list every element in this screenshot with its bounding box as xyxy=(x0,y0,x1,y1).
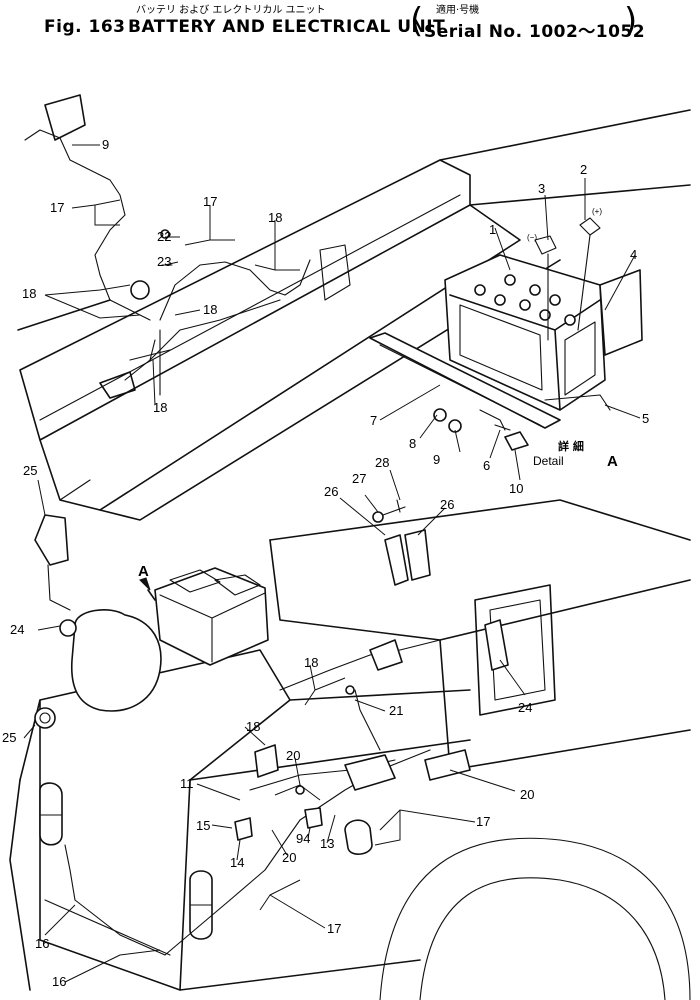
callout-18: 18 xyxy=(268,210,282,225)
callout-28: 26 xyxy=(440,497,454,512)
callout-26: 24 xyxy=(10,622,24,637)
callout-18: 18 xyxy=(304,655,318,670)
callout-8: 8 xyxy=(409,436,416,451)
serial-paren-close: ) xyxy=(624,1,638,41)
callout-3: 3 xyxy=(538,181,545,196)
lower-chassis: A xyxy=(9,499,691,1000)
battery-detail-a: (+) (−) 詳 細 Detail A xyxy=(369,207,643,470)
callout-20: 20 xyxy=(520,787,534,802)
callout-27: 26 xyxy=(324,484,338,499)
callout-20: 20 xyxy=(282,850,296,865)
detail-a-pointer: A xyxy=(138,563,149,580)
callout-94: 94 xyxy=(296,831,310,846)
callout-18: 18 xyxy=(22,286,36,301)
callout-18: 18 xyxy=(203,302,217,317)
leader-lines xyxy=(23,144,641,983)
callout-10: 10 xyxy=(509,481,523,496)
callout-25: 25 xyxy=(23,463,37,478)
callout-20: 20 xyxy=(286,748,300,763)
title-english: BATTERY AND ELECTRICAL UNIT xyxy=(128,17,446,37)
detail-label-japanese: 詳 細 xyxy=(558,439,584,453)
callout-13: 13 xyxy=(320,836,334,851)
callout-11: 11 xyxy=(180,776,194,791)
callout-9: 9 xyxy=(433,452,440,467)
callout-6: 6 xyxy=(483,458,490,473)
callout-26: 25 xyxy=(2,730,16,745)
callout-18: 17 xyxy=(50,200,64,215)
callout-17: 17 xyxy=(327,921,341,936)
callout-14: 14 xyxy=(230,855,244,870)
callout-labels: 9 17 17 18 22 23 18 18 18 2 3 1 4 5 7 8 … xyxy=(2,137,649,989)
positive-terminal-mark: (+) xyxy=(592,207,602,216)
callout-24: 24 xyxy=(518,700,532,715)
callout-18: 9 xyxy=(102,137,109,152)
title-japanese: バッテリ および エレクトリカル ユニット xyxy=(136,5,326,16)
figure-number: Fig. 163 xyxy=(44,17,126,37)
battery-box-clamp xyxy=(372,499,431,586)
callout-16: 16 xyxy=(52,974,66,989)
callout-18: 18 xyxy=(246,719,260,734)
callout-30: 28 xyxy=(375,455,389,470)
callout-21: 21 xyxy=(389,703,403,718)
callout-5: 5 xyxy=(642,411,649,426)
callout-16: 16 xyxy=(35,936,49,951)
figure-header: Fig. 163 バッテリ および エレクトリカル ユニット BATTERY A… xyxy=(0,0,700,44)
callout-22: 22 xyxy=(157,229,171,244)
callout-29: 27 xyxy=(352,471,366,486)
serial-range: Serial No. 1002～1052 xyxy=(424,22,646,42)
serial-label-japanese: 適用·号機 xyxy=(436,5,480,16)
detail-label: Detail xyxy=(533,454,564,468)
detail-letter: A xyxy=(607,453,618,470)
callout-23: 23 xyxy=(157,254,171,269)
callout-7: 7 xyxy=(370,413,377,428)
callout-19: 18 xyxy=(153,400,167,415)
parts-diagram: (+) (−) 詳 細 Detail A xyxy=(0,44,700,1000)
negative-terminal-mark: (−) xyxy=(527,233,537,242)
callout-2: 2 xyxy=(580,162,587,177)
upper-body-panel xyxy=(17,109,691,521)
callout-17: 17 xyxy=(476,814,490,829)
callout-1: 1 xyxy=(489,222,496,237)
upper-wire-harness xyxy=(24,94,311,399)
callout-15: 15 xyxy=(196,818,210,833)
callout-4: 4 xyxy=(630,247,637,262)
serial-paren-open: ( xyxy=(410,1,424,41)
callout-18: 17 xyxy=(203,194,217,209)
